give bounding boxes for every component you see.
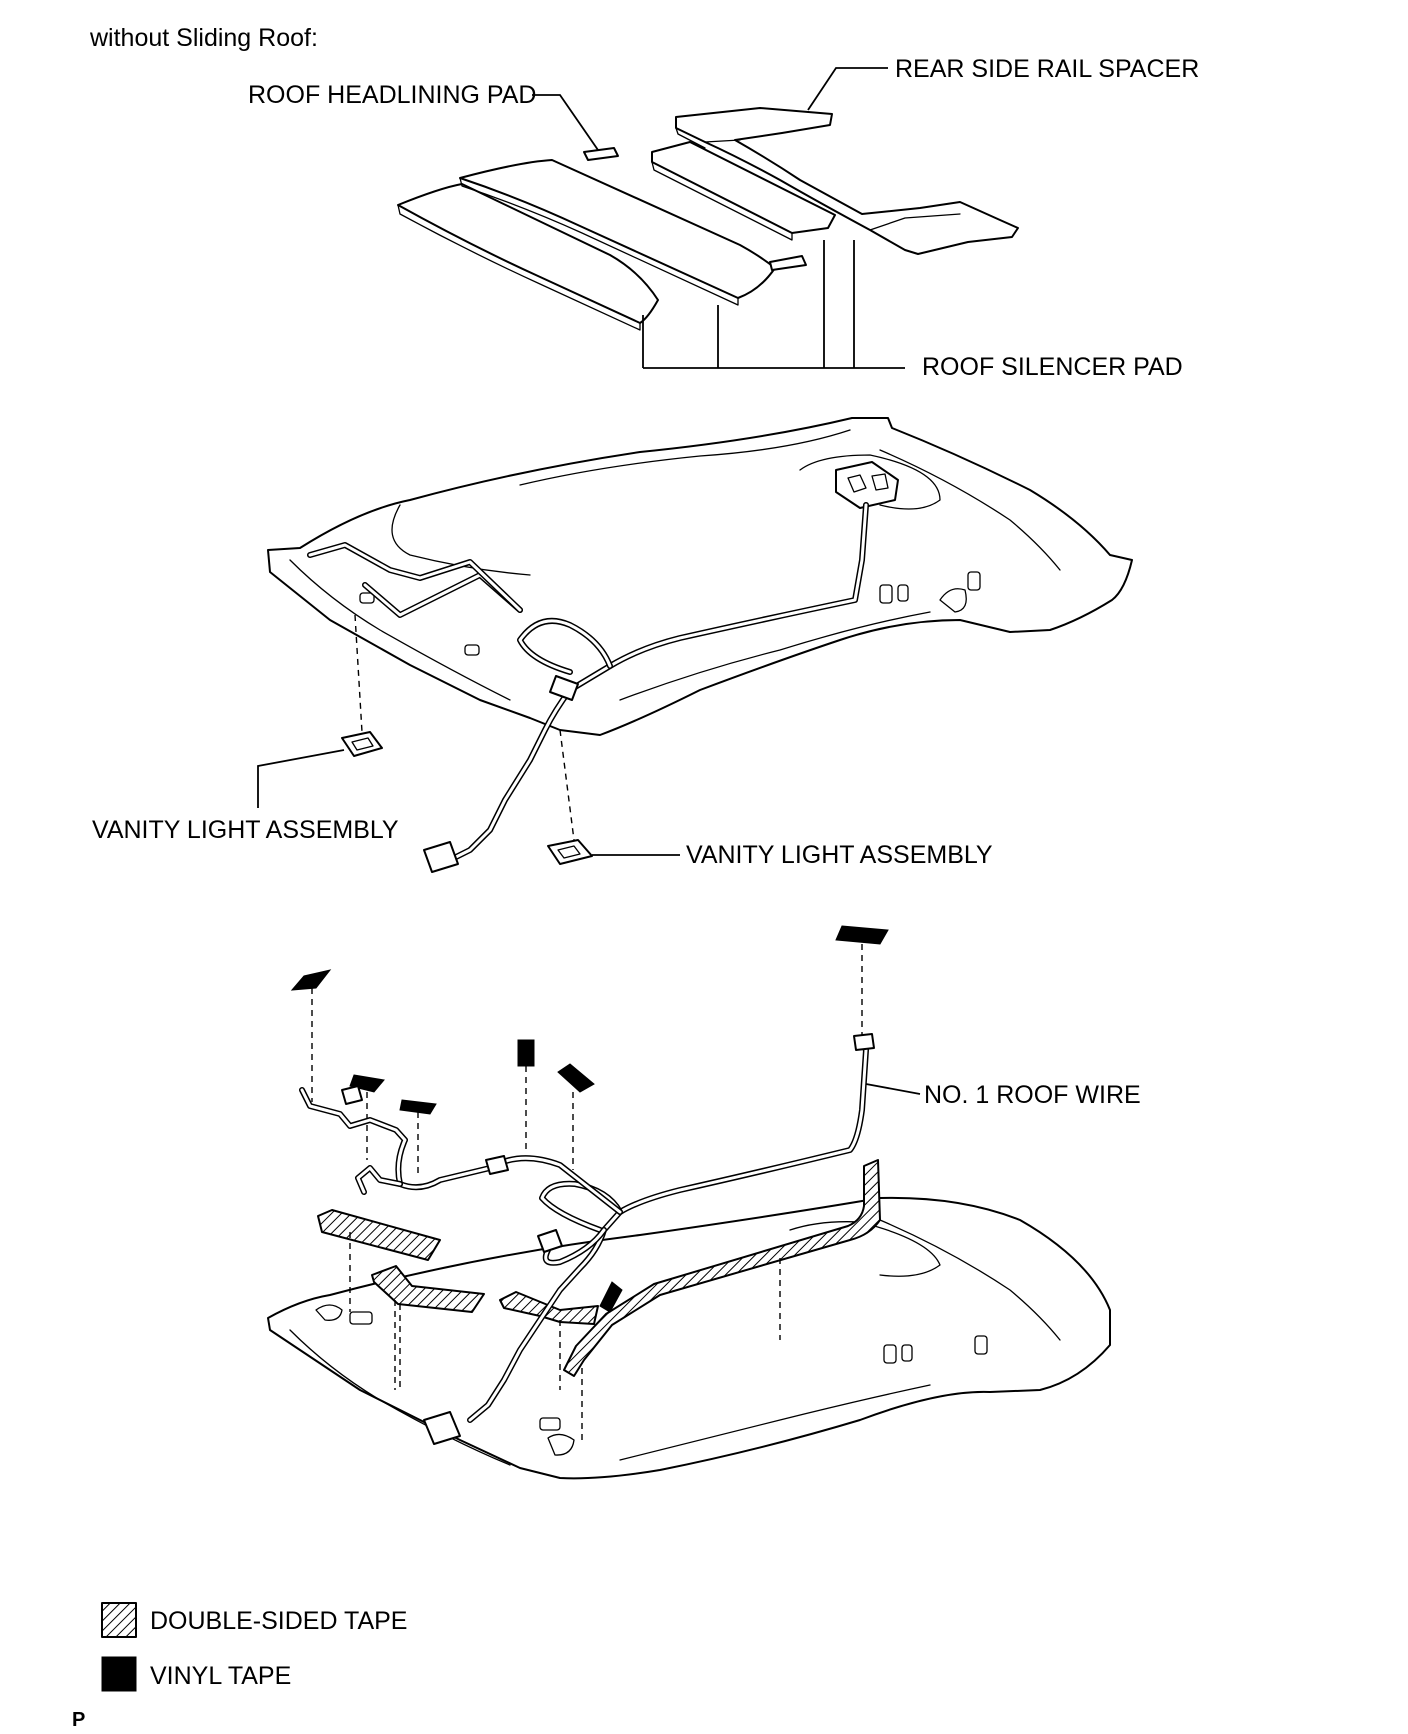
label-vanity-light-right: VANITY LIGHT ASSEMBLY [686,841,993,869]
legend-vinyl-tape-swatch [101,1656,137,1692]
roof-silencer-pad-middle [459,159,776,299]
roof-silencer-pad-front [397,183,659,324]
headliner-assembly-bottom [267,925,1111,1480]
double-sided-tape-4 [563,1159,881,1377]
vinyl-tape-7 [599,1281,623,1313]
legend-vinyl-tape-label: VINYL TAPE [150,1662,291,1690]
roof-headlining-pad [583,147,619,161]
dome-light-socket [835,461,899,509]
label-no1-roof-wire: NO. 1 ROOF WIRE [924,1081,1141,1109]
vanity-light-assembly-right [547,839,593,865]
diagram-heading: without Sliding Roof: [89,24,318,52]
footer-mark: P [72,1709,85,1731]
headliner-assembly-middle [257,417,1133,873]
roof-headliner-middle [267,417,1133,736]
label-rear-side-rail-spacer: REAR SIDE RAIL SPACER [895,55,1199,83]
legend-double-sided-tape-label: DOUBLE-SIDED TAPE [150,1607,407,1635]
vinyl-tape-1 [290,969,332,991]
roof-headliner-bottom [267,1196,1111,1480]
double-sided-tape-2 [371,1265,485,1313]
double-sided-tape-1 [317,1209,441,1261]
legend-double-sided-tape-swatch [101,1602,137,1638]
roof-pads-group [397,67,1019,369]
vinyl-tape-4 [517,1039,535,1067]
vanity-light-assembly-left [341,731,383,757]
label-roof-silencer-pad: ROOF SILENCER PAD [922,353,1183,381]
label-roof-headlining-pad: ROOF HEADLINING PAD [248,81,536,109]
vinyl-tape-3 [399,1099,437,1115]
wire-connector-bottom [423,1411,461,1445]
vinyl-tape-6 [835,925,889,945]
vinyl-tape-5 [557,1063,595,1093]
legend: DOUBLE-SIDED TAPE VINYL TAPE [101,1602,407,1692]
wire-connector-middle [423,841,459,873]
label-vanity-light-left: VANITY LIGHT ASSEMBLY [92,816,399,844]
